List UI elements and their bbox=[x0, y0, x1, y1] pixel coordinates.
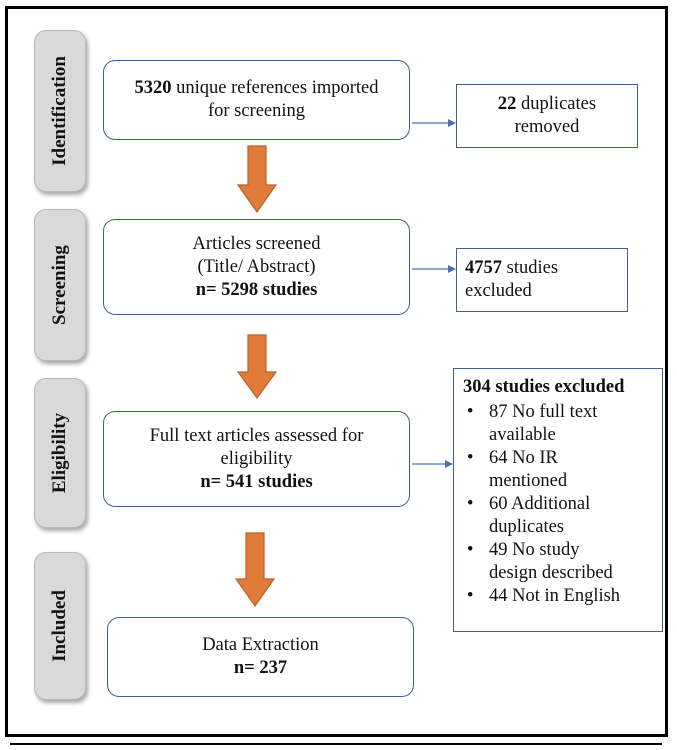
screened-count: n= 5298 studies bbox=[195, 279, 318, 300]
reason-line: 64 No IR bbox=[489, 448, 558, 468]
exclusion-reasons-list: 87 No full text available 64 No IR menti… bbox=[463, 401, 662, 608]
reason-line: 44 Not in English bbox=[489, 586, 621, 606]
exclusion-reason: 64 No IR mentioned bbox=[463, 447, 662, 493]
duplicates-text: duplicates bbox=[516, 94, 597, 114]
excluded-fulltext-title: 304 studies excluded bbox=[463, 377, 625, 397]
box-studies-excluded-fulltext: 304 studies excluded 87 No full text ava… bbox=[453, 368, 663, 632]
reason-line: 87 No full text bbox=[489, 402, 598, 422]
reason-line: mentioned bbox=[489, 471, 568, 491]
reason-line: available bbox=[489, 425, 556, 445]
stage-identification: Identification bbox=[34, 30, 86, 192]
exclusion-reason: 49 No study design described bbox=[463, 539, 662, 585]
exclusion-reason: 44 Not in English bbox=[463, 585, 662, 608]
extraction-count: n= 237 bbox=[233, 658, 288, 678]
excluded-screening-text: studies bbox=[502, 258, 559, 278]
stage-included: Included bbox=[34, 552, 86, 700]
stage-screening: Screening bbox=[34, 209, 86, 361]
stage-eligibility: Eligibility bbox=[34, 378, 86, 528]
box-imported-references: 5320 unique references imported for scre… bbox=[103, 60, 410, 140]
excluded-screening-count: 4757 bbox=[465, 258, 502, 278]
excluded-screening-text-2: excluded bbox=[465, 281, 532, 301]
duplicates-count: 22 bbox=[497, 94, 517, 114]
box-studies-excluded-screening: 4757 studies excluded bbox=[456, 248, 628, 312]
exclusion-reason: 60 Additional duplicates bbox=[463, 493, 662, 539]
fulltext-count: n= 541 studies bbox=[200, 471, 313, 492]
box-data-extraction: Data Extraction n= 237 bbox=[107, 617, 414, 697]
down-arrow-icon bbox=[236, 334, 278, 400]
imported-count: 5320 bbox=[134, 78, 172, 98]
reason-line: duplicates bbox=[489, 517, 565, 537]
screened-line-1: Articles screened bbox=[192, 233, 321, 254]
screened-line-2: (Title/ Abstract) bbox=[197, 256, 316, 277]
reason-line: design described bbox=[489, 563, 613, 583]
box-full-text-assessed: Full text articles assessed for eligibil… bbox=[103, 411, 410, 507]
imported-text-2: for screening bbox=[207, 101, 306, 121]
box-articles-screened: Articles screened (Title/ Abstract) n= 5… bbox=[103, 219, 410, 315]
down-arrow-icon bbox=[234, 532, 276, 608]
imported-text: unique references imported bbox=[171, 78, 379, 98]
extraction-line-1: Data Extraction bbox=[202, 635, 319, 655]
fulltext-line-1: Full text articles assessed for bbox=[149, 425, 364, 446]
reason-line: 60 Additional bbox=[489, 494, 591, 514]
box-duplicates-removed: 22 duplicates removed bbox=[456, 84, 638, 148]
reason-line: 49 No study bbox=[489, 540, 580, 560]
duplicates-text-2: removed bbox=[514, 117, 580, 137]
diagram-frame bbox=[5, 6, 668, 737]
fulltext-line-2: eligibility bbox=[220, 448, 293, 469]
bottom-rule bbox=[10, 743, 662, 745]
exclusion-reason: 87 No full text available bbox=[463, 401, 662, 447]
down-arrow-icon bbox=[236, 145, 278, 214]
